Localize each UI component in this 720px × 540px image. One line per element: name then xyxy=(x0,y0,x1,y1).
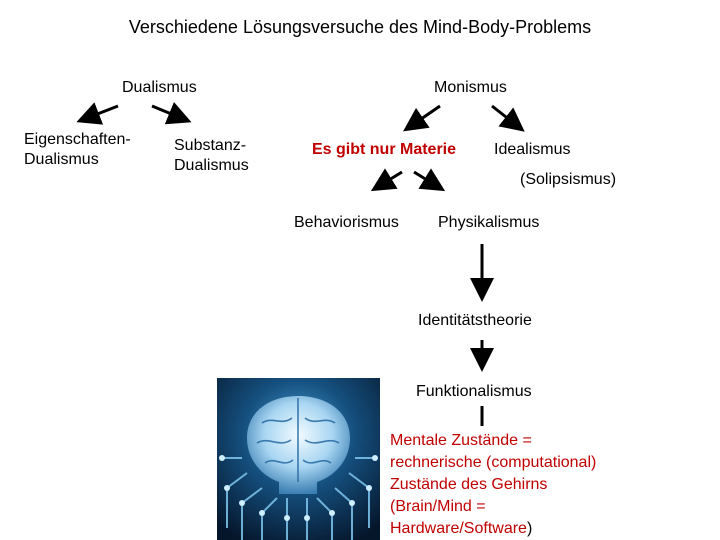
node-funktionalismus: Funktionalismus xyxy=(416,383,532,400)
node-dualismus: Dualismus xyxy=(122,79,197,96)
definition-line-5a: Hardware/Software xyxy=(390,520,527,537)
definition-line-1: Mentale Zustände = xyxy=(390,432,532,449)
node-substanz-line2: Dualismus xyxy=(174,157,249,174)
node-eigenschaften-line2: Dualismus xyxy=(24,151,99,168)
node-substanz-line1: Substanz- xyxy=(174,137,247,154)
definition-line-5: Hardware/Software) xyxy=(390,518,710,540)
node-physikalismus: Physikalismus xyxy=(438,214,540,231)
node-materie: Es gibt nur Materie xyxy=(312,141,457,158)
definition-line-5b: ) xyxy=(526,520,533,537)
definition-line-4: (Brain/Mind = xyxy=(390,498,486,515)
definition-line-3: Zustände des Gehirns xyxy=(390,476,548,493)
node-eigenschaften-line1: Eigenschaften- xyxy=(24,131,131,148)
node-behaviorismus: Behaviorismus xyxy=(294,214,399,231)
monismus-arrows xyxy=(403,104,525,132)
dualismus-arrows xyxy=(76,102,192,125)
node-solipsismus: (Solipsismus) xyxy=(520,171,617,188)
circuit-brain-image xyxy=(217,378,380,540)
definition-text: Mentale Zustände = rechnerische (computa… xyxy=(390,430,710,540)
diagram-title: Verschiedene Lösungsversuche des Mind-Bo… xyxy=(128,17,592,37)
node-idealismus: Idealismus xyxy=(494,141,571,158)
definition-line-2: rechnerische (computational) xyxy=(390,454,597,471)
node-identitaetstheorie: Identitätstheorie xyxy=(418,312,532,329)
node-monismus: Monismus xyxy=(434,79,507,96)
materie-arrows xyxy=(370,168,446,192)
